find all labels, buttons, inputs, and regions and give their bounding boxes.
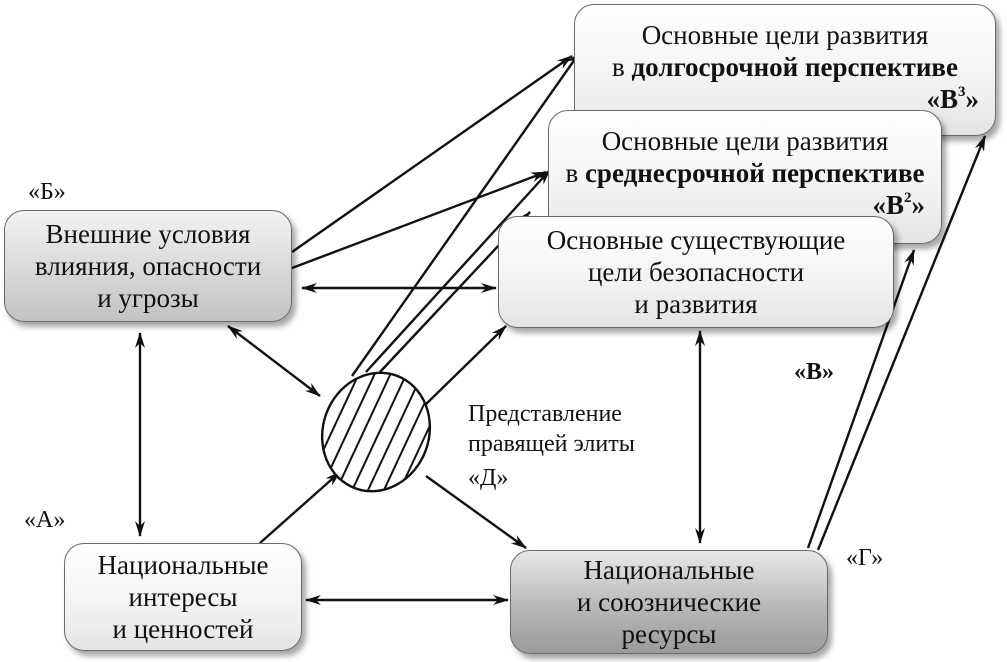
longterm-goals-line2: в долгосрочной перспективе xyxy=(612,52,958,82)
arrow-resources-to-midterm xyxy=(806,249,916,549)
national-resources-line: Национальные xyxy=(583,555,755,585)
longterm-goals-tag: «В3» xyxy=(926,84,979,114)
national-interests-line: интересы xyxy=(128,582,238,612)
current-goals-box: Основные существующие цели безопасности … xyxy=(498,216,894,328)
arrow-elite-to-midterm xyxy=(365,169,551,373)
current-goals-line: Основные существующие xyxy=(546,225,846,255)
elite-label-line1: Представление xyxy=(468,401,622,427)
longterm-goals-emphasis: долгосрочной перспективе xyxy=(631,52,958,82)
connection-arrows xyxy=(135,51,987,605)
elite-label-line2: правящей элиты xyxy=(468,431,635,457)
arrow-elite-to-resources xyxy=(425,475,527,549)
longterm-goals-line1: Основные цели развития xyxy=(641,20,929,50)
external-conditions-line: Внешние условия xyxy=(45,219,251,249)
midterm-goals-tag: «В2» xyxy=(872,190,925,220)
national-interests-box: Национальные интересы и ценностей xyxy=(64,543,302,651)
arrow-external-elite xyxy=(227,325,321,397)
midterm-goals-emphasis: среднесрочной перспективе xyxy=(584,158,925,188)
arrow-resources-to-longterm xyxy=(816,135,987,551)
label-b: «Б» xyxy=(28,179,66,205)
external-conditions-box: Внешние условия влияния, опасности и угр… xyxy=(4,210,292,322)
arrow-elite-to-longterm xyxy=(351,51,581,377)
external-conditions-line: и угрозы xyxy=(97,283,199,313)
midterm-goals-line2: в среднесрочной перспективе xyxy=(565,158,925,188)
current-goals-line: цели безопасности xyxy=(587,257,805,287)
national-interests-line: Национальные xyxy=(97,550,269,580)
label-v: «В» xyxy=(794,359,835,385)
national-resources-box: Национальные и союзнические ресурсы xyxy=(510,550,828,654)
arrow-external-to-longterm xyxy=(291,55,573,253)
national-resources-line: ресурсы xyxy=(621,619,717,649)
label-d: «Д» xyxy=(468,465,509,491)
label-a: «А» xyxy=(24,507,66,533)
national-interests-line: и ценностей xyxy=(112,614,254,644)
arrow-elite-to-current-lower xyxy=(421,325,507,409)
arrow-external-to-midterm xyxy=(291,170,547,270)
label-g: «Г» xyxy=(846,545,884,571)
external-conditions-line: влияния, опасности xyxy=(34,251,262,281)
midterm-goals-line1: Основные цели развития xyxy=(601,126,889,156)
arrow-interests-to-elite xyxy=(259,471,341,544)
elite-ellipse xyxy=(305,357,447,507)
national-resources-line: и союзнические xyxy=(576,587,762,617)
current-goals-line: и развития xyxy=(634,289,758,319)
